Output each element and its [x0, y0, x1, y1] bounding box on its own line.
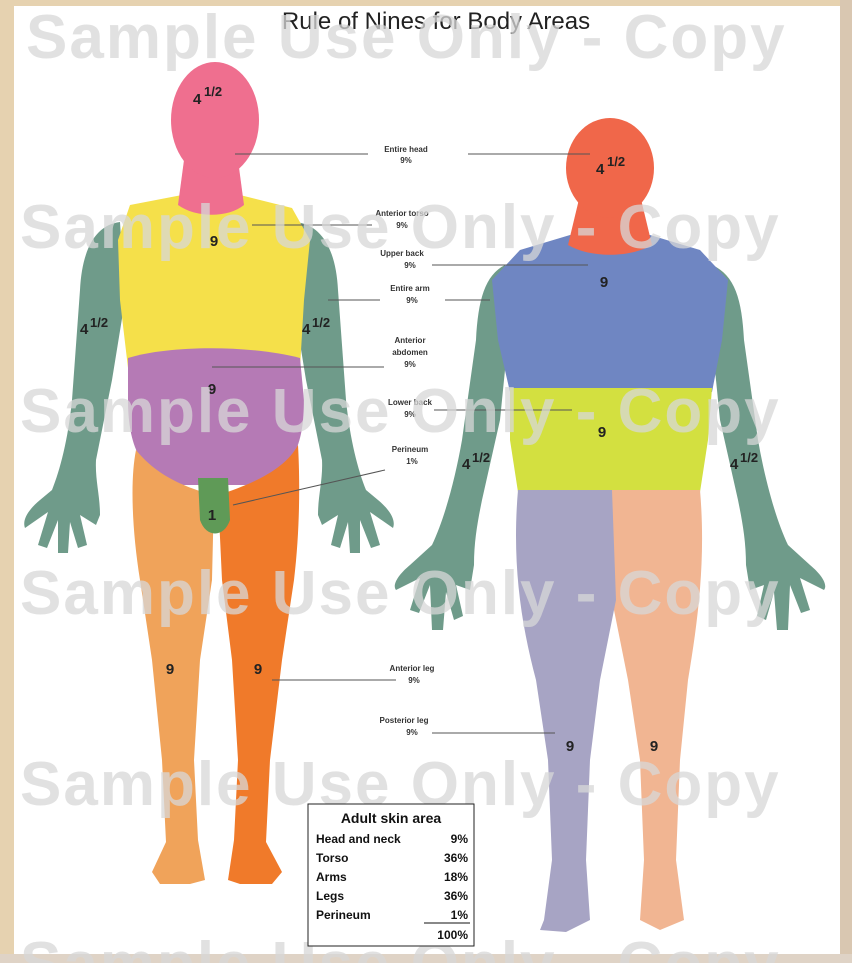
front-right-arm-frac: 1/2 — [312, 315, 330, 330]
label-entire-arm-pct: 9% — [406, 296, 418, 305]
table-row-area: Perineum — [316, 908, 371, 922]
table-title: Adult skin area — [341, 810, 442, 826]
back-head-whole: 4 — [596, 161, 605, 178]
table-row-pct: 1% — [451, 908, 469, 922]
watermark-text: Sample Use Only - Copy — [20, 559, 781, 628]
front-perineum — [198, 478, 230, 534]
label-entire-arm-name: Entire arm — [390, 284, 430, 293]
back-right-leg — [610, 490, 702, 930]
front-perineum-number: 1 — [208, 507, 216, 524]
front-left-arm-whole: 4 — [80, 321, 89, 338]
front-head-frac: 1/2 — [204, 84, 222, 99]
front-right-leg-number: 9 — [254, 661, 262, 678]
table-row-pct: 9% — [451, 832, 469, 846]
front-head-whole: 4 — [193, 91, 202, 108]
label-posterior-leg-name: Posterior leg — [380, 716, 429, 725]
back-left-leg — [516, 490, 616, 932]
label-entire-head-name: Entire head — [384, 145, 428, 154]
back-right-arm-whole: 4 — [730, 456, 739, 473]
front-right-arm-whole: 4 — [302, 321, 311, 338]
label-posterior-leg-pct: 9% — [406, 728, 418, 737]
back-right-arm-frac: 1/2 — [740, 450, 758, 465]
label-entire-head-pct: 9% — [400, 156, 412, 165]
label-anterior-leg-name: Anterior leg — [390, 664, 435, 673]
back-left-arm-whole: 4 — [462, 456, 471, 473]
label-anterior-abdomen-line2: abdomen — [392, 348, 428, 357]
label-perineum-name: Perineum — [392, 445, 428, 454]
watermark-text: Sample Use Only - Copy — [20, 193, 781, 262]
table-row-pct: 18% — [444, 870, 468, 884]
front-head — [171, 62, 259, 178]
label-upper-back-pct: 9% — [404, 261, 416, 270]
table-row-area: Arms — [316, 870, 347, 884]
label-anterior-abdomen-pct: 9% — [404, 360, 416, 369]
label-anterior-leg-pct: 9% — [408, 676, 420, 685]
label-anterior-abdomen-line1: Anterior — [394, 336, 425, 345]
back-upper-number: 9 — [600, 274, 608, 291]
table-row-area: Torso — [316, 851, 348, 865]
table-row-area: Legs — [316, 889, 344, 903]
front-left-arm-frac: 1/2 — [90, 315, 108, 330]
back-head-frac: 1/2 — [607, 154, 625, 169]
table-row-pct: 36% — [444, 851, 468, 865]
label-perineum-pct: 1% — [406, 457, 418, 466]
table-row-pct: 36% — [444, 889, 468, 903]
watermark-text: Sample Use Only - Copy — [20, 377, 781, 446]
table-row-area: Head and neck — [316, 832, 401, 846]
adult-skin-area-table: Adult skin area Head and neck 9% Torso 3… — [308, 804, 474, 946]
back-left-arm-frac: 1/2 — [472, 450, 490, 465]
table-total: 100% — [437, 928, 468, 942]
watermark-text: Sample Use Only - Copy — [26, 3, 787, 72]
front-left-leg-number: 9 — [166, 661, 174, 678]
